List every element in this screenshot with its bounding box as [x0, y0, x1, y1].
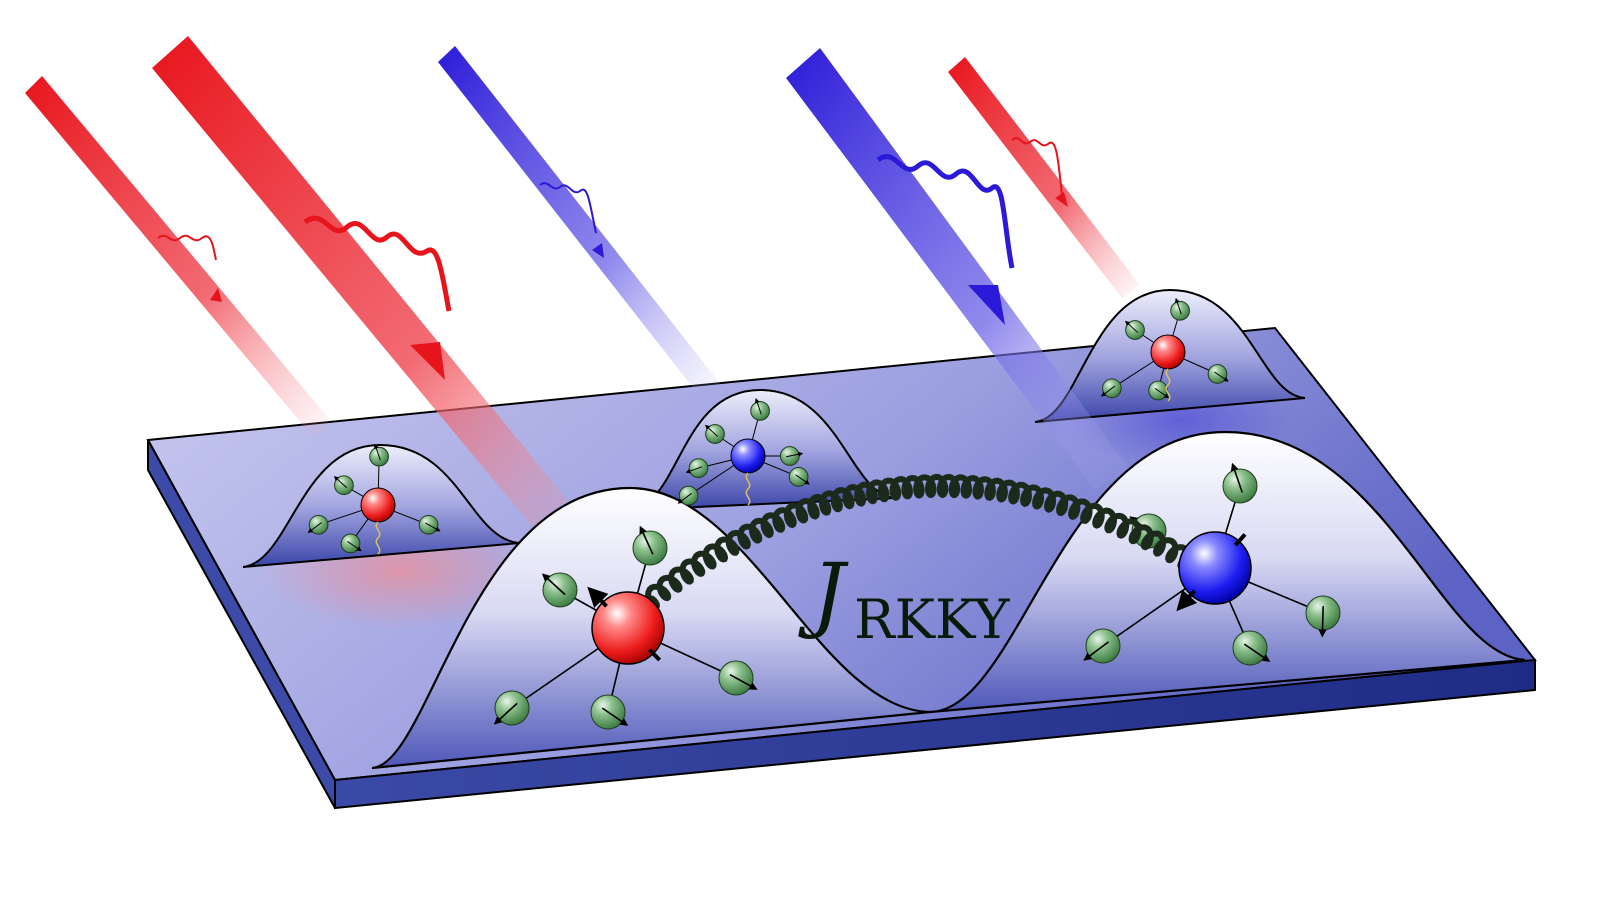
phonon-squiggle: [745, 472, 751, 506]
left-small-bath-spin: [347, 540, 362, 552]
right-large-bath-spin: [1083, 641, 1109, 661]
right-small-bath-spin: [1100, 385, 1116, 397]
photon-red-1-head: [210, 288, 222, 302]
slab-front-face: [334, 658, 1536, 810]
middle-small-bath-spin: [754, 398, 762, 415]
middle-small-bath-spin: [704, 424, 719, 437]
photon-red-3: [1011, 137, 1063, 197]
magnetic-impurity-red-large: [587, 586, 665, 665]
photon-red-2: [303, 215, 452, 312]
left-large-cluster: [493, 525, 758, 730]
right-small-bath-spin: [1174, 297, 1182, 315]
right-large-bath-spin: [1230, 462, 1243, 493]
magnetic-impurity-red-small: [360, 487, 396, 523]
blue-beam-2: [786, 48, 1130, 490]
magnetic-impurities: [360, 334, 1252, 665]
photon-blue-1: [539, 182, 597, 234]
photon-red-1: [157, 234, 217, 261]
right-large-cluster: [1083, 462, 1341, 666]
left-small-bath-spin: [333, 475, 348, 489]
left-large-bath-spin: [601, 707, 629, 726]
left-large-bath-spin: [541, 573, 566, 596]
magnetic-impurity-red-large-sphere: [591, 591, 665, 665]
magnetic-impurity-blue-large: [1176, 531, 1252, 612]
coupling-subscript: RKKY: [854, 588, 1011, 651]
middle-small-bath-spin: [685, 466, 703, 474]
red-beam-2: [152, 36, 600, 560]
photon-blue-1-head: [592, 243, 604, 258]
left-large-bath-spin: [729, 673, 758, 690]
right-small-bath-spin: [1214, 371, 1229, 382]
red-beam-1: [25, 76, 330, 437]
photon-blue-2-head: [968, 285, 1005, 325]
blue-beam-1: [438, 46, 725, 403]
middle-small-cluster: [677, 398, 810, 506]
phonon-squiggle: [1165, 368, 1171, 402]
photon-red-3-head: [1055, 192, 1068, 207]
right-small-bath-spin: [1124, 320, 1139, 333]
magnetic-impurity-red-large-spin-tail: [648, 648, 662, 662]
magnetic-impurity-blue-small: [730, 438, 766, 474]
photons: [157, 137, 1068, 380]
left-large-bath-spin: [639, 525, 654, 555]
left-small-cluster: [307, 443, 441, 554]
photon-red-2-head: [410, 342, 445, 380]
left-large-bath-spin: [493, 702, 518, 725]
left-small-bath-spin: [425, 522, 441, 532]
magnetic-impurity-red-small: [1150, 334, 1186, 370]
right-large-bath-spin: [1318, 606, 1327, 638]
photon-blue-2: [876, 154, 1015, 269]
right-small-bath-spin: [1154, 387, 1170, 399]
left-small-bath-spin: [373, 443, 381, 461]
middle-small-bath-spin: [677, 492, 692, 504]
rkky-coupling-spring: [645, 473, 1204, 611]
atom-clusters: [307, 297, 1341, 730]
magnetic-impurity-red-large-spin-head: [587, 586, 609, 608]
magnetic-impurity-blue-large-spin-head: [1176, 589, 1198, 612]
red-beam-3: [948, 57, 1140, 298]
magnetic-impurity-blue-large-sphere: [1178, 531, 1252, 605]
right-large-bath-spin: [1243, 643, 1271, 662]
middle-small-bath-spin: [795, 474, 810, 485]
phonon-squiggle: [375, 521, 381, 555]
left-small-bath-spin: [307, 522, 322, 533]
magnetic-impurity-blue-large-spin-tail: [1233, 533, 1247, 547]
middle-small-bath-spin: [785, 451, 804, 458]
beams: [25, 36, 1140, 560]
